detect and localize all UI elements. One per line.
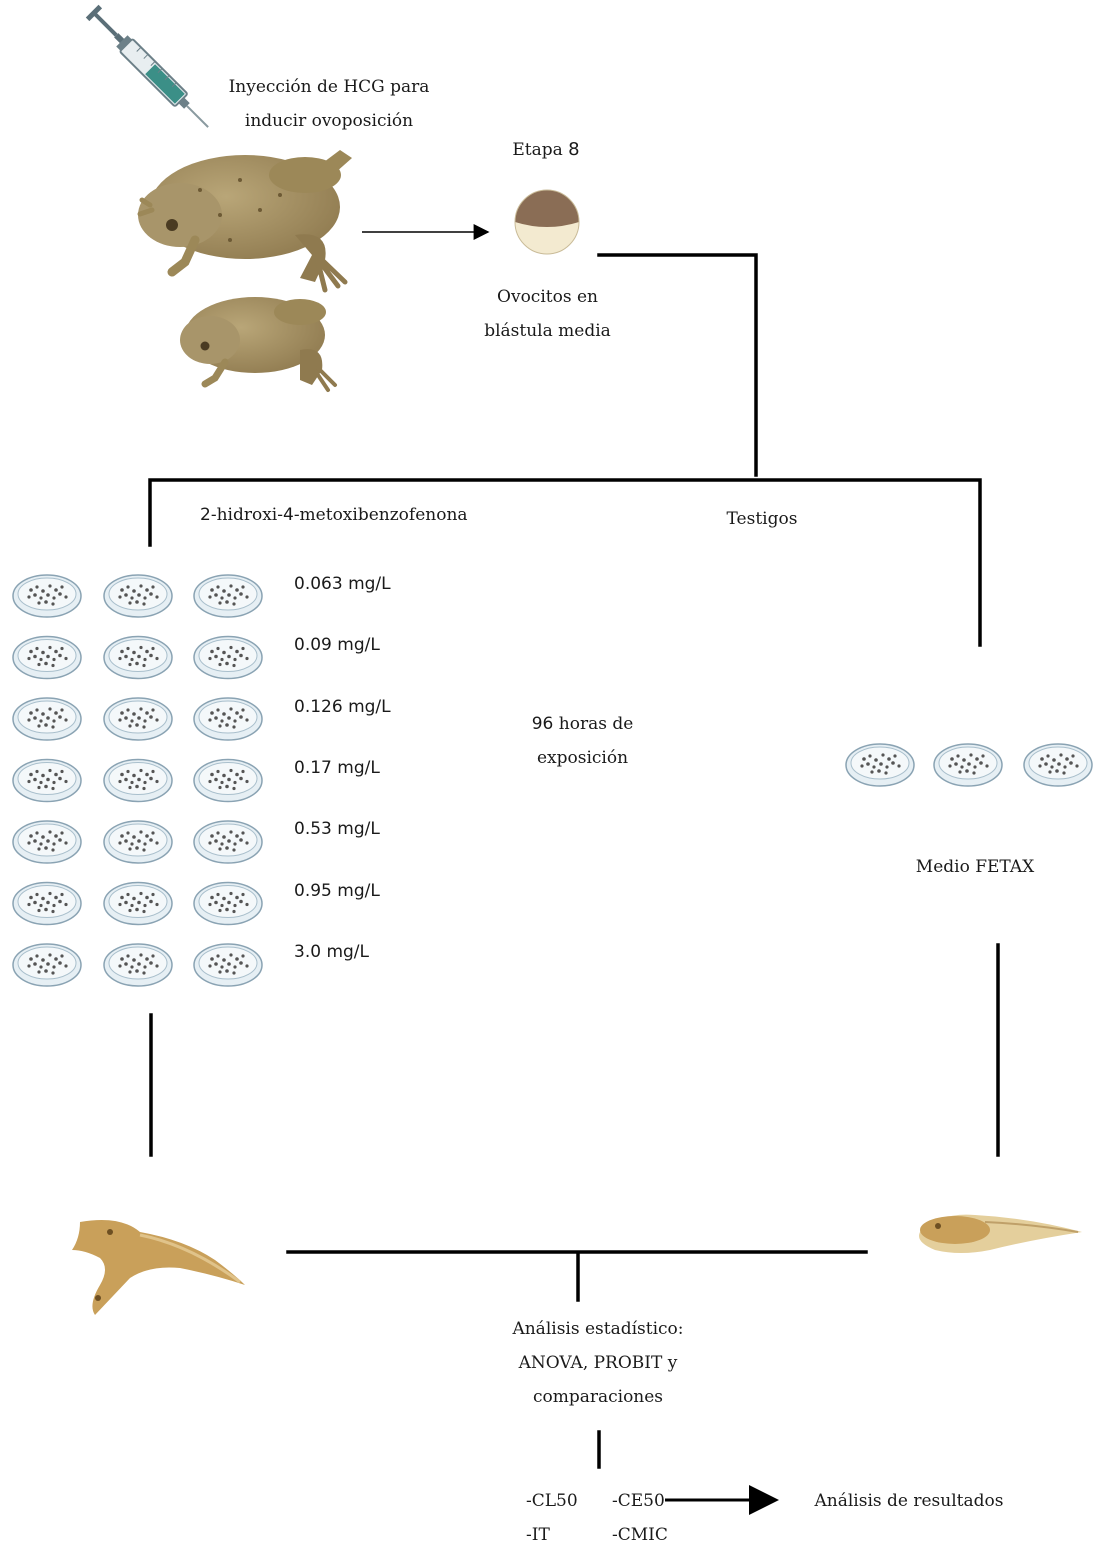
treatment-dish <box>104 944 172 986</box>
concentration-label: 0.95 mg/L <box>294 881 380 901</box>
control-medium-label: Medio FETAX <box>890 850 1060 884</box>
treatment-dish <box>194 944 262 986</box>
endpoint-it: -IT <box>526 1518 612 1552</box>
stage-label: Etapa 8 <box>500 133 592 167</box>
normal-tadpole-icon <box>919 1215 1082 1253</box>
treatment-dish <box>13 698 81 740</box>
treatment-dish <box>13 760 81 802</box>
oocyte-icon <box>515 190 579 254</box>
syringe-icon <box>86 5 215 134</box>
treatment-dish <box>104 698 172 740</box>
endpoint-cmic: -CMIC <box>612 1525 668 1545</box>
controls-title: Testigos <box>700 502 824 536</box>
injection-label: Inyección de HCG para inducir ovoposició… <box>200 70 458 138</box>
concentration-label: 0.126 mg/L <box>294 697 391 717</box>
control-dish <box>934 744 1002 786</box>
control-dish <box>1024 744 1092 786</box>
female-frog-icon <box>138 150 352 290</box>
treatment-dish <box>104 821 172 863</box>
treatment-dish <box>194 698 262 740</box>
treatment-dish <box>194 883 262 925</box>
treatment-dish <box>13 944 81 986</box>
treatment-dish <box>13 575 81 617</box>
malformed-tadpole-icon <box>72 1220 245 1315</box>
male-frog-icon <box>180 297 335 390</box>
concentration-label: 3.0 mg/L <box>294 942 369 962</box>
endpoint-ce50: -CE50 <box>612 1491 665 1511</box>
treatment-dish <box>194 575 262 617</box>
treatment-dish <box>104 883 172 925</box>
treatment-dish <box>104 575 172 617</box>
treatment-dish <box>13 883 81 925</box>
exposure-label: 96 horas de exposición <box>500 707 665 775</box>
treatment-dish <box>194 760 262 802</box>
treatment-dish <box>194 637 262 679</box>
concentration-label: 0.53 mg/L <box>294 819 380 839</box>
treatment-title: 2-hidroxi-4-metoxibenzofenona <box>200 498 468 532</box>
results-label: Análisis de resultados <box>800 1484 1018 1518</box>
oocyte-label: Ovocitos en blástula media <box>465 280 630 348</box>
treatment-dish <box>194 821 262 863</box>
endpoint-cl50: -CL50 <box>526 1484 612 1518</box>
concentration-label: 0.09 mg/L <box>294 635 380 655</box>
concentration-label: 0.063 mg/L <box>294 574 391 594</box>
endpoints-list: -CL50-CE50 -IT-CMIC <box>526 1484 668 1552</box>
concentration-label: 0.17 mg/L <box>294 758 380 778</box>
control-dishes <box>846 744 1092 786</box>
statistics-label: Análisis estadístico: ANOVA, PROBIT y co… <box>470 1312 726 1414</box>
treatment-dish <box>104 637 172 679</box>
control-dish <box>846 744 914 786</box>
treatment-dishes <box>13 575 262 986</box>
treatment-dish <box>13 821 81 863</box>
treatment-dish <box>13 637 81 679</box>
treatment-dish <box>104 760 172 802</box>
